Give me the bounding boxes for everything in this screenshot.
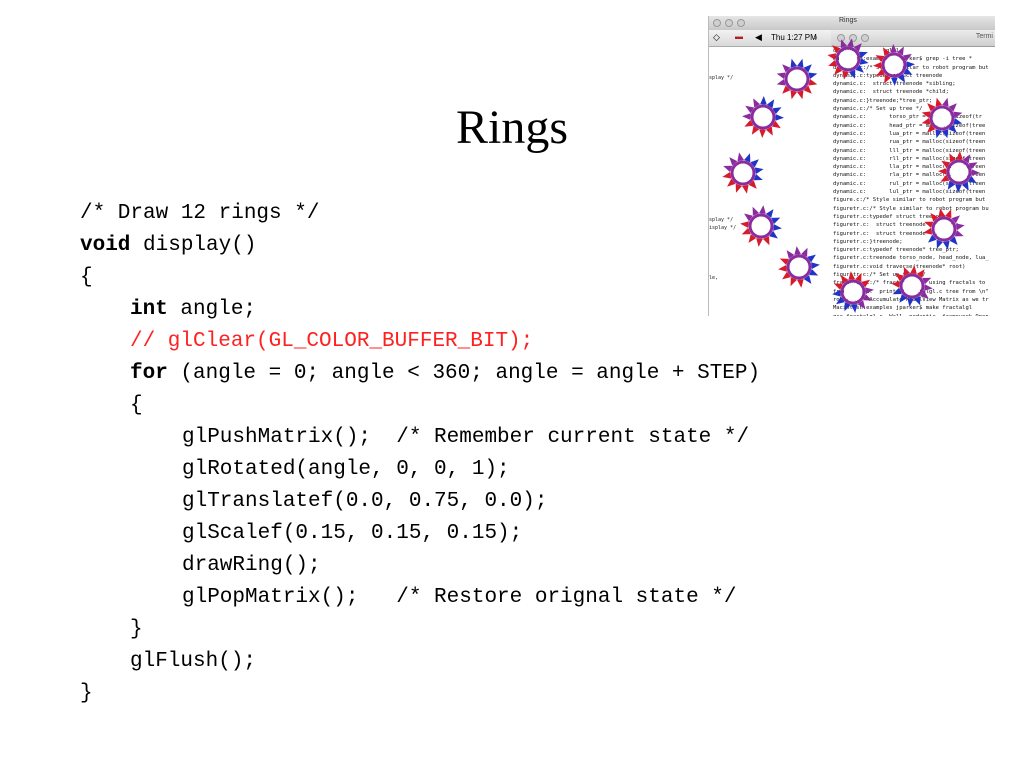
code-line: {: [130, 394, 143, 417]
window-title-bar: Rings: [709, 16, 995, 31]
terminal-title-bar: ⌕ Termi: [813, 30, 995, 47]
terminal-line: dynamic.c: rll_ptr = malloc(sizeof(treen: [833, 155, 986, 162]
left-pane-line: splay */: [709, 75, 734, 81]
terminal-close-icon: [837, 34, 845, 42]
terminal-line: dynamic.c: lua_ptr = malloc(sizeof(treen: [833, 130, 986, 137]
terminal-line: robot.c:/* Accumulate ModelView Matrix a…: [833, 296, 989, 303]
menu-clock: Thu 1:27 PM: [771, 33, 817, 42]
terminal-zoom-icon: [861, 34, 869, 42]
code-line: glPopMatrix(); /* Restore orignal state …: [182, 586, 737, 609]
left-pane-line: isplay */: [709, 225, 737, 231]
terminal-line: figuretr.c:treenode torso_node, head_nod…: [833, 255, 989, 262]
terminal-minimize-icon: [849, 34, 857, 42]
terminal-line: figuretr.c: struct treenode *sibling;: [833, 222, 959, 229]
code-line: glRotated(angle, 0, 0, 1);: [182, 458, 510, 481]
volume-icon: ◀: [755, 32, 762, 42]
search-icon: ⌕: [813, 32, 819, 42]
terminal-title: Termi: [975, 33, 993, 40]
terminal-line: fractalgl.c:/* fractalgl.c using fractal…: [833, 280, 986, 287]
window-title: Rings: [839, 17, 857, 24]
terminal-line: gcc fractalgl.c -Wall -pedantic -framewo…: [833, 313, 995, 317]
terminal-line: figuretr.c:/* Set up tree */: [833, 272, 926, 279]
keyword: for: [130, 362, 168, 385]
terminal-line: dynamic.c:/* Set up tree */: [833, 106, 923, 113]
terminal-line: dynamic.c:typedef struct treenode: [833, 72, 943, 79]
terminal-line: figuretr.c:void traverse(treenode* root): [833, 263, 966, 270]
terminal-line: dynamic.c: struct treenode *sibling;: [833, 81, 956, 88]
code-line: int angle;: [130, 298, 257, 321]
code-line: {: [80, 266, 93, 289]
terminal-line: dynamic.c: lll_ptr = malloc(sizeof(treen: [833, 147, 986, 154]
terminal-line: dynamic.c:/* Style similar to robot prog…: [833, 64, 989, 71]
window-close-icon: [713, 19, 721, 27]
flag-icon: ▬: [735, 32, 743, 41]
code-line: /* Draw 12 rings */: [80, 202, 320, 225]
terminal-line: dynamic.c: rla_ptr = malloc(sizeof(treen: [833, 172, 986, 179]
window-zoom-icon: [737, 19, 745, 27]
code-line: glPushMatrix(); /* Remember current stat…: [182, 426, 750, 449]
terminal-line: dynamic.c: struct treenode *child;: [833, 89, 949, 96]
terminal-line: Macintosh:examples jparker$ grep -i tree…: [833, 56, 973, 63]
rings-screenshot: Rings ◇ ▬ ◀ Thu 1:27 PM ⌕ Termi splay */…: [708, 16, 995, 316]
terminal-line: figuretr.c:}treenode;: [833, 238, 903, 245]
terminal-line: fractalgl.c: printf("fractalgl.c tree fr…: [833, 288, 989, 295]
code-block: /* Draw 12 rings */ void display() { int…: [80, 198, 760, 710]
terminal-line: dynamic.c:}treenode;*tree_ptr;: [833, 97, 933, 104]
code-line: void display(): [80, 234, 257, 257]
left-pane: splay */ splay */ isplay */ le,: [709, 47, 829, 316]
code-line: drawRing();: [182, 554, 321, 577]
menu-bar: ◇ ▬ ◀ Thu 1:27 PM: [709, 30, 831, 47]
terminal-line: dynamic.c: lul_ptr = malloc(sizeof(treen: [833, 189, 986, 196]
code-line: }: [130, 618, 143, 641]
terminal-line: figure.c:/* Style similar to robot progr…: [833, 197, 986, 204]
left-pane-line: splay */: [709, 217, 734, 223]
terminal-line: dynamic.c: rul_ptr = malloc(sizeof(treen: [833, 180, 986, 187]
terminal-line: dynamic.c: rua_ptr = malloc(sizeof(treen: [833, 139, 986, 146]
terminal-line: figuretr.c:typedef treenode* tree_ptr;: [833, 247, 959, 254]
terminal-line: figuretr.c: struct treenode *child;: [833, 230, 953, 237]
terminal-line: dynamic.c: head_ptr = malloc(sizeof(tree: [833, 122, 986, 129]
keyword: void: [80, 234, 131, 257]
terminal-line: dynamic.c: torso_ptr = malloc(sizeof(tr: [833, 114, 983, 121]
code-line: glTranslatef(0.0, 0.75, 0.0);: [182, 490, 548, 513]
code-comment-line: // glClear(GL_COLOR_BUFFER_BIT);: [130, 330, 534, 353]
terminal-line: dragon.c glsl: [833, 48, 900, 54]
left-pane-line: le,: [709, 275, 719, 281]
terminal-line: Macintosh:examples jparker$ make fractal…: [833, 305, 973, 312]
terminal-line: figuretr.c:/* Style similar to robot pro…: [833, 205, 989, 212]
terminal-line: figuretr.c:typedef struct treenode: [833, 213, 946, 220]
keyword: int: [130, 298, 168, 321]
slide-title: Rings: [455, 101, 569, 154]
terminal-line: dynamic.c: lla_ptr = malloc(sizeof(treen: [833, 164, 986, 171]
code-line: glFlush();: [130, 650, 257, 673]
code-line: }: [80, 682, 93, 705]
wifi-icon: ◇: [713, 32, 720, 42]
code-line: for (angle = 0; angle < 360; angle = ang…: [130, 362, 761, 385]
window-minimize-icon: [725, 19, 733, 27]
code-line: glScalef(0.15, 0.15, 0.15);: [182, 522, 523, 545]
